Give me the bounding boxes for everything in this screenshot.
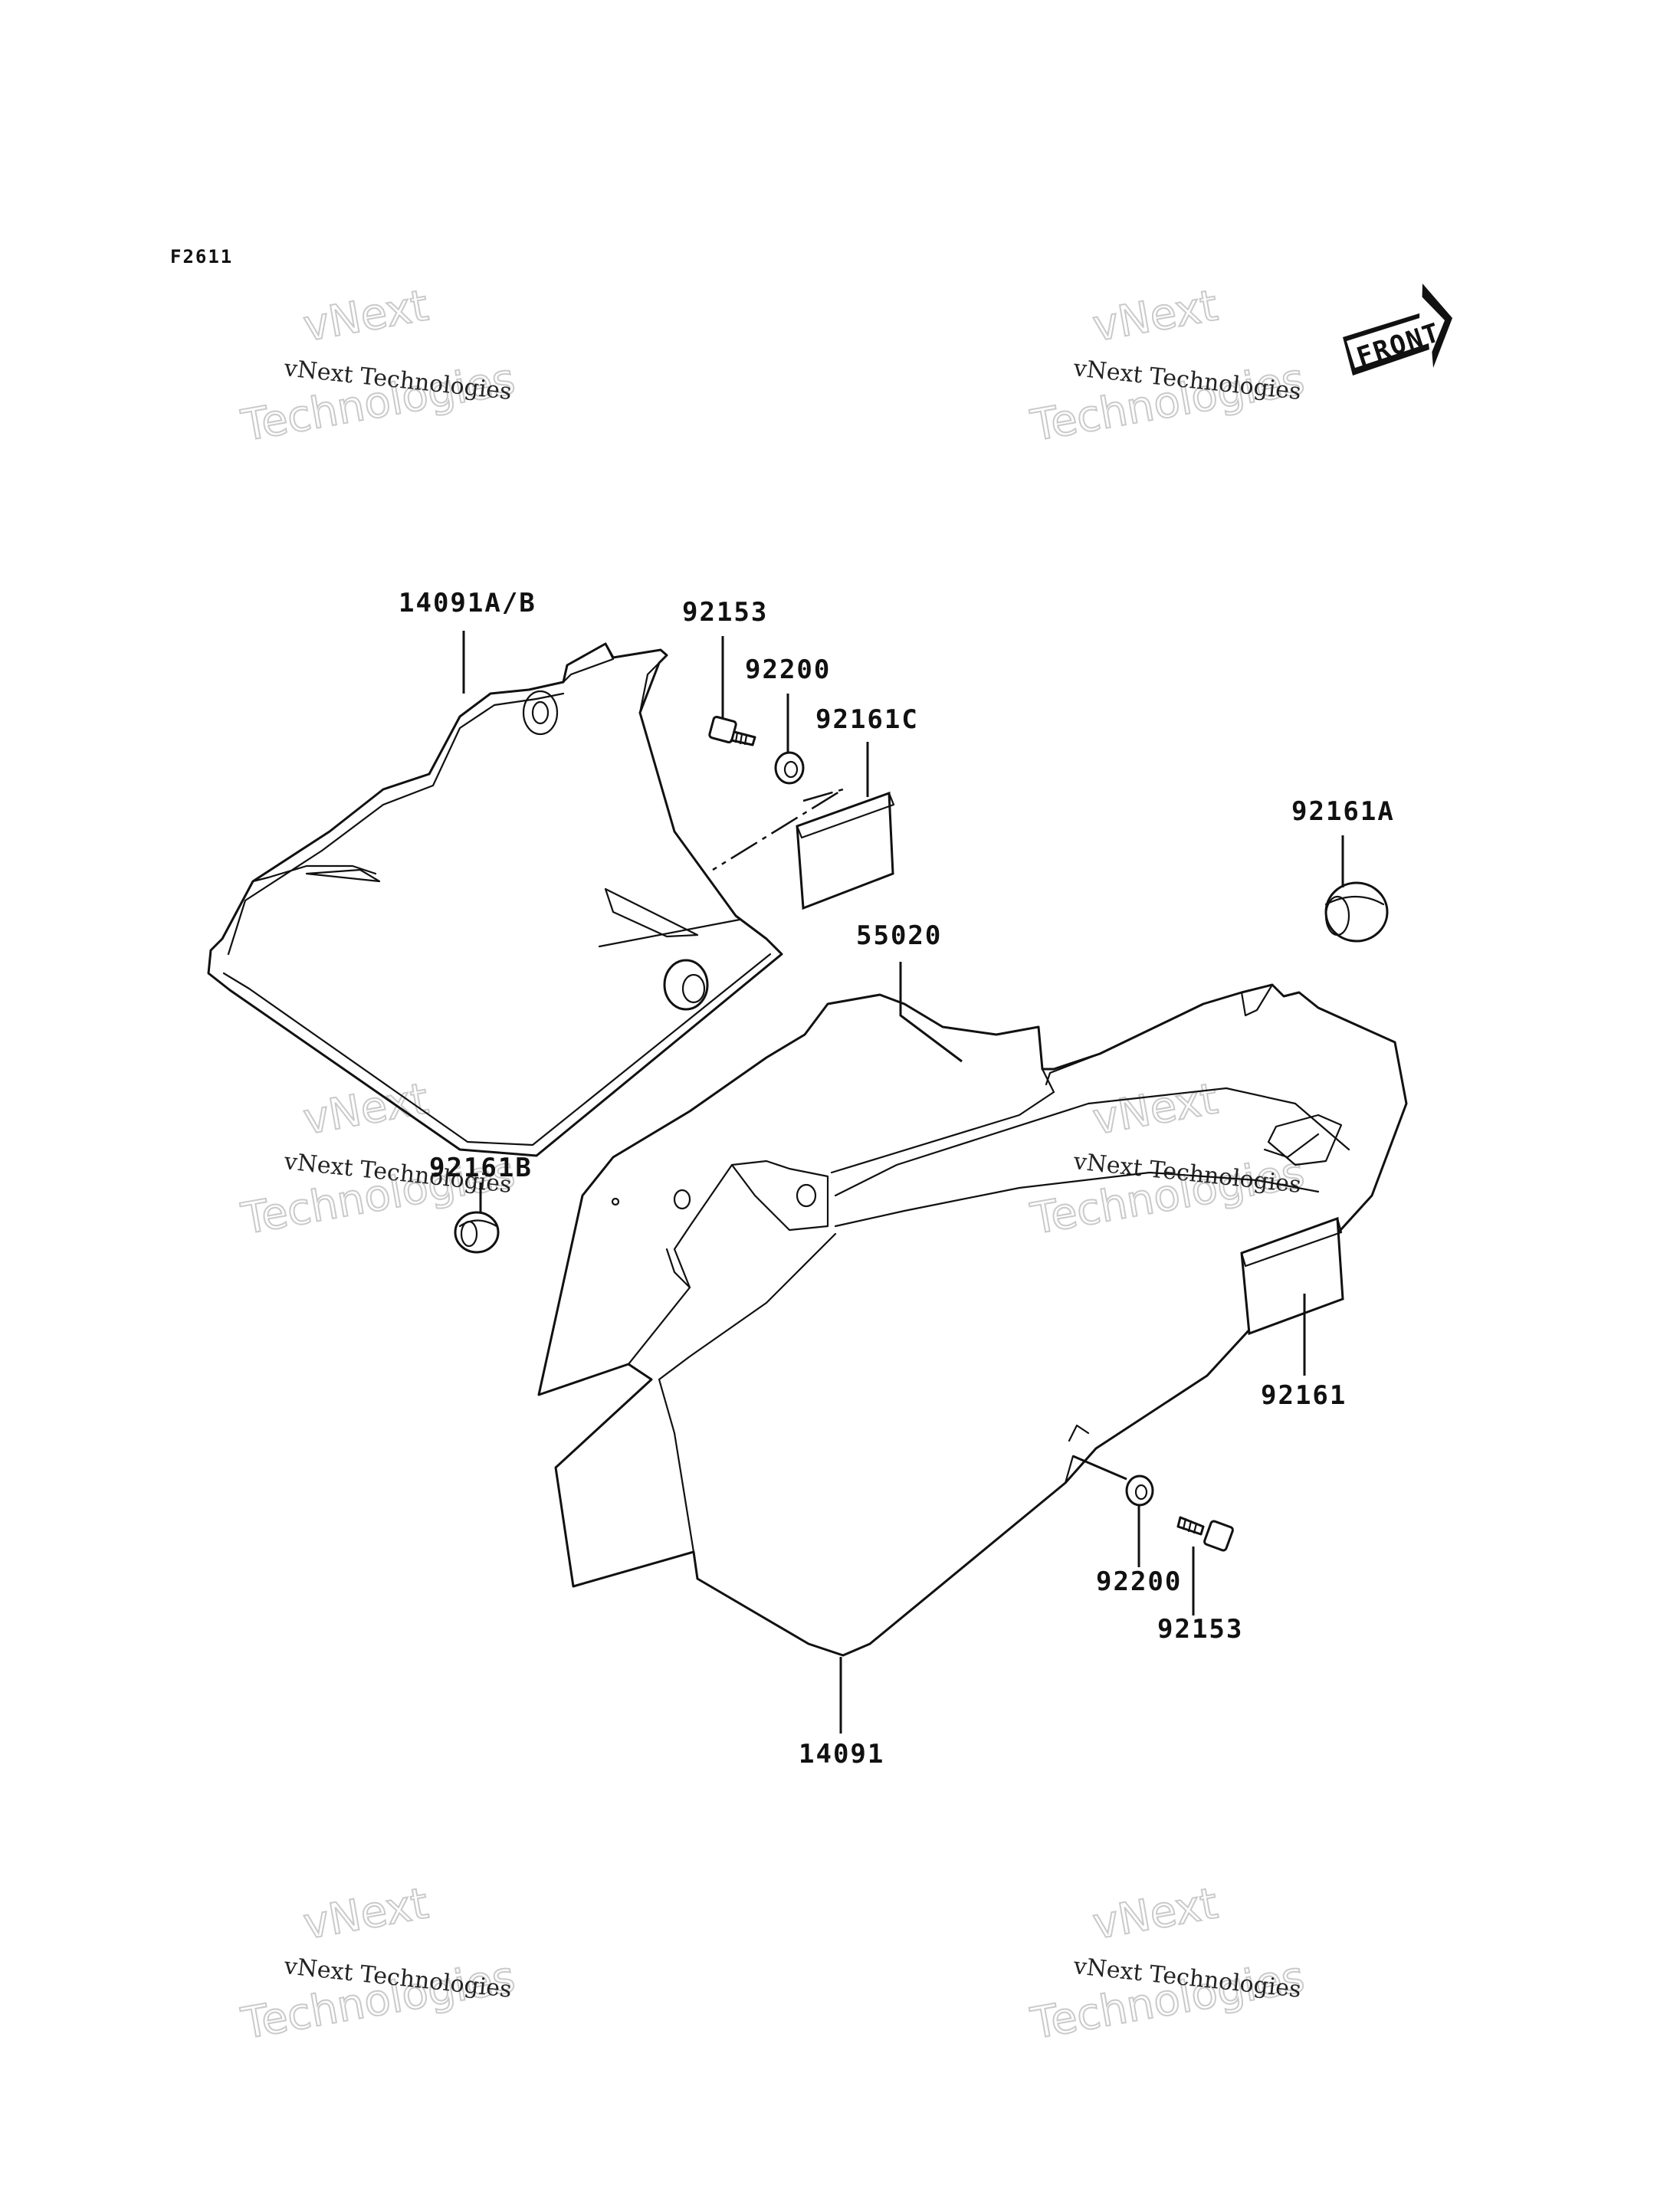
part-label-92153-upper: 92153	[682, 597, 768, 628]
part-label-55020: 55020	[856, 920, 942, 951]
washer-92200-upper	[774, 751, 805, 785]
part-label-92200-upper: 92200	[745, 654, 831, 685]
part-label-92200-lower: 92200	[1096, 1566, 1182, 1597]
watermark-top-right: vNext Technologies vNext Technologies	[1026, 280, 1309, 452]
svg-text:vNext: vNext	[1089, 1878, 1221, 1949]
part-label-92161: 92161	[1261, 1380, 1347, 1411]
svg-text:vNext: vNext	[1089, 280, 1221, 351]
leader-dashed-upper	[712, 788, 844, 871]
part-label-92161C: 92161C	[815, 704, 919, 735]
side-cover-upper	[207, 642, 783, 1157]
watermark-bottom-right: vNext Technologies vNext Technologies	[1026, 1878, 1309, 2050]
pad-92161	[1240, 1216, 1344, 1336]
watermark-top-left: vNext Technologies vNext Technologies	[237, 280, 520, 452]
side-cover-lower	[537, 983, 1408, 1657]
part-label-14091: 14091	[799, 1739, 884, 1770]
part-label-92153-lower: 92153	[1157, 1614, 1243, 1645]
part-label-14091AB: 14091A/B	[399, 588, 536, 618]
bolt-92153-lower	[1176, 1516, 1234, 1552]
part-label-92161A: 92161A	[1291, 796, 1395, 827]
svg-text:vNext: vNext	[1089, 1074, 1221, 1144]
pad-92161C	[796, 791, 895, 910]
svg-text:vNext: vNext	[300, 280, 431, 351]
front-arrow-icon: FRONT	[1343, 284, 1452, 376]
grommet-92161A	[1324, 881, 1389, 943]
grommet-92161B	[454, 1211, 500, 1254]
washer-92200-lower	[1125, 1474, 1154, 1507]
leader-55020	[899, 962, 963, 1063]
watermark-bottom-left: vNext Technologies vNext Technologies	[237, 1878, 520, 2050]
svg-text:vNext: vNext	[300, 1878, 431, 1949]
part-label-92161B: 92161B	[429, 1153, 533, 1183]
bolt-92153-upper	[708, 715, 756, 746]
diagram-code: F2611	[170, 246, 233, 267]
watermark-middle-right: vNext Technologies vNext Technologies	[1026, 1073, 1309, 1245]
